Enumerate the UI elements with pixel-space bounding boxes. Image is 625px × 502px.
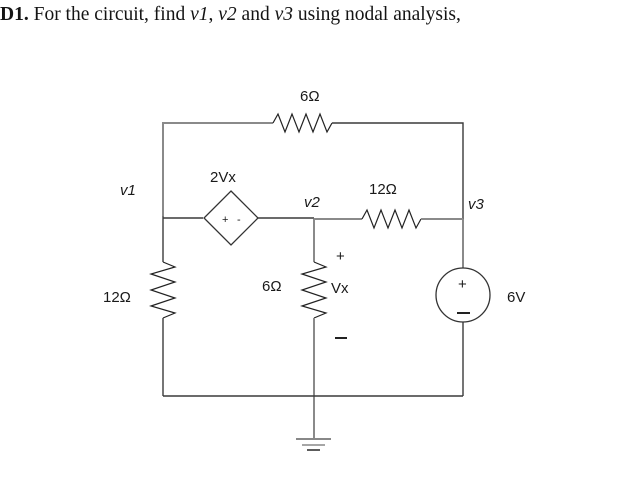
problem-number: D1. bbox=[0, 4, 29, 25]
ground-icon bbox=[296, 438, 331, 451]
wire-top-right bbox=[332, 122, 464, 225]
vsource-plus: + bbox=[458, 276, 467, 293]
node-label-v1: v1 bbox=[120, 182, 136, 199]
resistor-top-6ohm bbox=[272, 112, 333, 134]
label-top-resistor: 6Ω bbox=[300, 88, 320, 105]
wire-top-left bbox=[162, 122, 273, 216]
vx-plus: + bbox=[336, 248, 345, 265]
dependent-source: + - 2Vx bbox=[163, 169, 314, 246]
var-v3: v3 bbox=[274, 4, 293, 25]
label-left-resistor: 12Ω bbox=[103, 289, 131, 306]
resistor-left-12ohm bbox=[148, 261, 177, 319]
separator: , bbox=[208, 4, 219, 25]
separator: and bbox=[236, 4, 275, 25]
source-minus: - bbox=[237, 214, 241, 226]
problem-statement: D1. For the circuit, find v1, v2 and v3 … bbox=[0, 4, 461, 26]
diamond-source-icon bbox=[203, 190, 259, 246]
middle-branch: 6Ω + Vx bbox=[262, 219, 349, 439]
v2-v3-branch: v2 12Ω v3 bbox=[304, 181, 485, 230]
label-right-resistor: 12Ω bbox=[369, 181, 397, 198]
top-branch: 6Ω bbox=[162, 88, 464, 225]
problem-text: For the circuit, find bbox=[28, 4, 191, 25]
label-voltage-source: 6V bbox=[507, 289, 525, 306]
left-branch: v1 12Ω bbox=[103, 182, 177, 396]
var-v1: v1 bbox=[190, 4, 209, 25]
label-vx: Vx bbox=[331, 280, 349, 297]
problem-text-end: using nodal analysis, bbox=[292, 4, 461, 25]
right-branch: + 6V bbox=[435, 219, 525, 396]
label-middle-resistor: 6Ω bbox=[262, 278, 282, 295]
resistor-middle-6ohm bbox=[299, 261, 328, 319]
source-plus: + bbox=[222, 214, 228, 226]
var-v2: v2 bbox=[218, 4, 237, 25]
label-dependent-source: 2Vx bbox=[210, 169, 236, 186]
node-label-v2: v2 bbox=[304, 194, 321, 211]
resistor-right-12ohm bbox=[361, 208, 422, 230]
node-label-v3: v3 bbox=[468, 196, 485, 213]
